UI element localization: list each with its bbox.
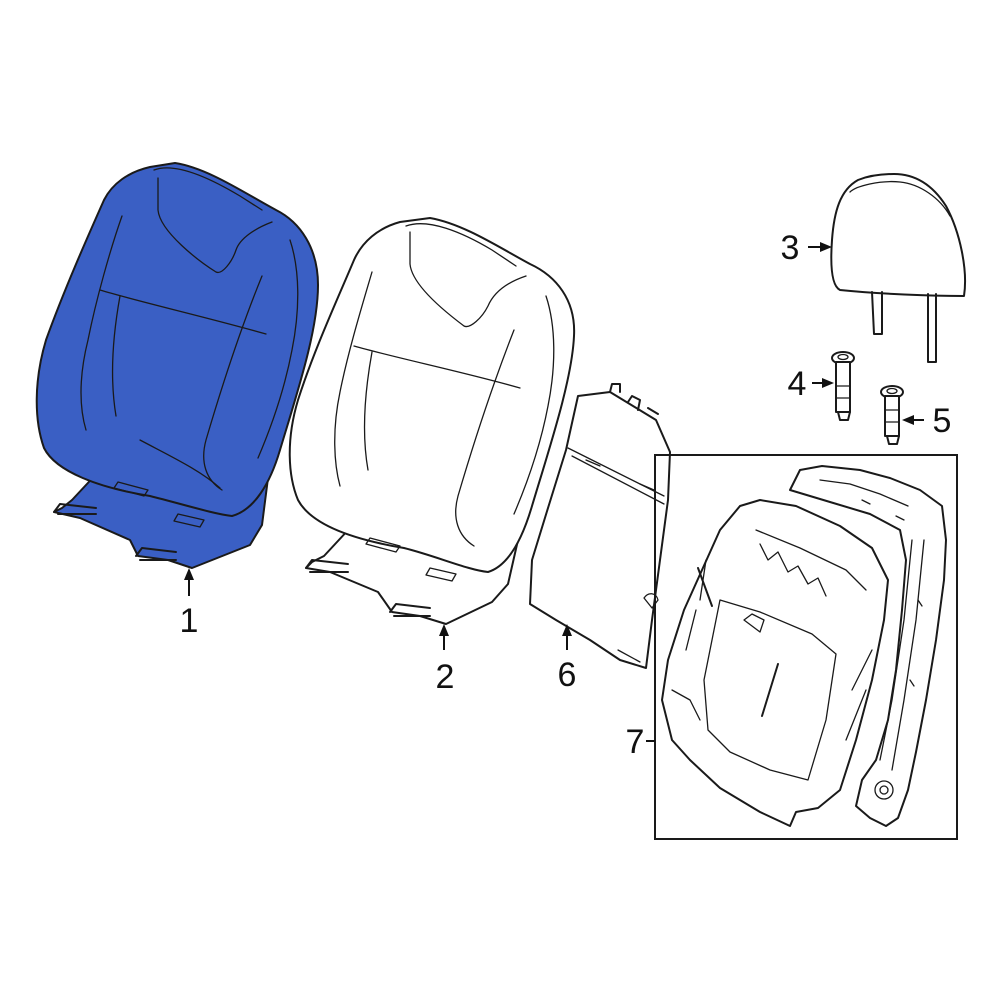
part-7-rear-frame	[789, 465, 947, 827]
part-7-seat-back-frame[interactable]	[654, 454, 958, 840]
callout-1: 1	[180, 602, 199, 640]
part-3-headrest-cushion	[830, 173, 967, 297]
callout-3: 3	[781, 229, 800, 267]
callout-7: 7	[626, 723, 645, 761]
part-3-post-left	[871, 291, 883, 335]
part-7-front-pan	[661, 499, 889, 827]
part-4-guide[interactable]	[831, 351, 855, 421]
callout-4: 4	[788, 365, 807, 403]
arrowhead-3	[820, 242, 832, 252]
leader-lines	[184, 242, 924, 742]
callout-6: 6	[558, 656, 577, 694]
part-3-headrest[interactable]	[830, 173, 967, 363]
part-1-back-body	[35, 162, 319, 517]
arrowhead-2	[439, 624, 449, 636]
arrowhead-1	[184, 568, 194, 580]
callout-labels: 1 2 3 4 5 6 7	[180, 229, 952, 761]
part-5-guide[interactable]	[880, 385, 904, 445]
arrowhead-5	[902, 415, 914, 425]
part-2-seat-back-pad[interactable]	[288, 217, 576, 625]
callout-5: 5	[933, 402, 952, 440]
part-1-headrest-notch	[157, 177, 273, 274]
part-6-panel-body	[529, 391, 671, 669]
part-1-seat-back-cover[interactable]	[35, 162, 319, 569]
part-7-frame-box	[654, 454, 958, 840]
part-2-back-body	[288, 217, 576, 573]
arrowhead-4	[822, 378, 834, 388]
arrowhead-6	[562, 624, 572, 636]
callout-2: 2	[436, 658, 455, 696]
part-3-post-right	[927, 293, 937, 363]
part-6-support-panel[interactable]	[529, 383, 671, 669]
